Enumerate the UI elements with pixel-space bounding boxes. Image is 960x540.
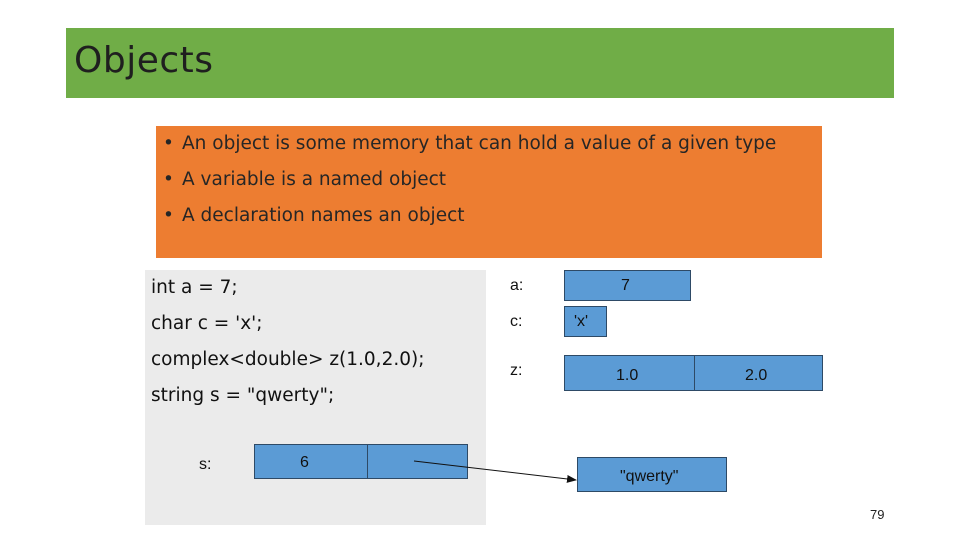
memory-cell-a: 7 (564, 270, 691, 301)
bullet-item: • An object is some memory that can hold … (163, 130, 776, 166)
bullet-list: • An object is some memory that can hold … (163, 130, 776, 238)
bullet-item: • A declaration names an object (163, 202, 776, 238)
label-c: c: (510, 313, 523, 330)
value-z-real: 1.0 (616, 367, 639, 384)
memory-cell-s-size: 6 (254, 444, 368, 479)
bullet-text: An object is some memory that can hold a… (182, 133, 777, 154)
value-s-size: 6 (300, 454, 309, 471)
memory-cell-c: 'x' (564, 306, 607, 337)
code-line-s: string s = "qwerty"; (151, 385, 335, 406)
code-lines: int a = 7; char c = 'x'; complex<double>… (151, 274, 424, 418)
memory-cell-s-pointer (367, 444, 468, 479)
bullet-text: A declaration names an object (182, 205, 465, 226)
bullet-text: A variable is a named object (182, 169, 447, 190)
bullet-icon: • (163, 205, 174, 226)
memory-cell-z-real: 1.0 (564, 355, 695, 391)
value-a: 7 (621, 277, 630, 294)
slide-title: Objects (74, 40, 214, 81)
title-bar: Objects (66, 28, 894, 98)
label-z: z: (510, 362, 523, 379)
value-c: 'x' (574, 313, 589, 330)
value-heap-string: "qwerty" (620, 468, 679, 485)
bullet-icon: • (163, 133, 174, 154)
label-s: s: (199, 456, 212, 473)
bullets-box: • An object is some memory that can hold … (156, 126, 822, 258)
memory-cell-heap-string: "qwerty" (577, 457, 727, 492)
page-number: 79 (870, 507, 885, 522)
bullet-item: • A variable is a named object (163, 166, 776, 202)
label-a: a: (510, 277, 524, 294)
code-line-z: complex<double> z(1.0,2.0); (151, 349, 425, 370)
code-box: int a = 7; char c = 'x'; complex<double>… (145, 270, 486, 525)
memory-cell-z-imag: 2.0 (694, 355, 823, 391)
code-line-c: char c = 'x'; (151, 313, 263, 334)
value-z-imag: 2.0 (745, 367, 768, 384)
code-line-a: int a = 7; (151, 277, 238, 298)
bullet-icon: • (163, 169, 174, 190)
